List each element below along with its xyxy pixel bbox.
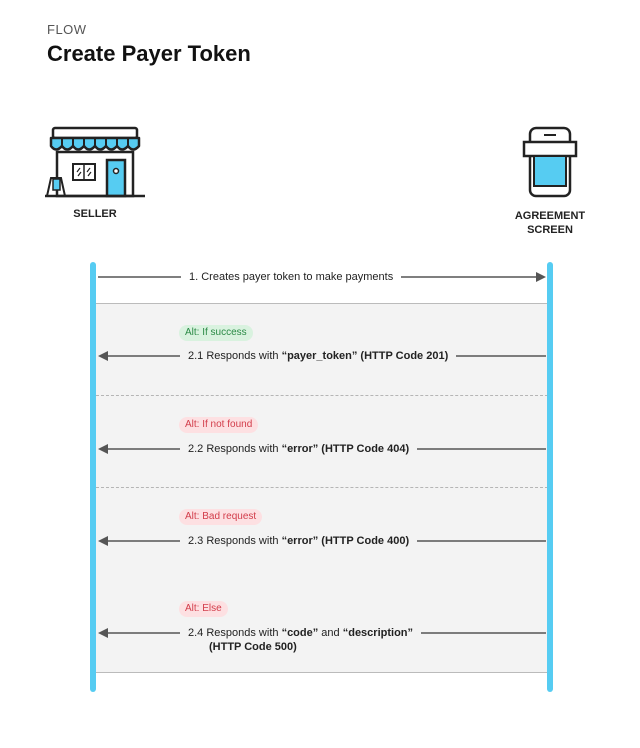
response-400-prefix: 2.3 Responds with	[188, 535, 282, 547]
response-arrow-3-head	[98, 536, 108, 546]
alt-else-badge: Alt: Else	[179, 601, 228, 617]
response-201-bold: “payer_token” (HTTP Code 201)	[281, 350, 449, 362]
alt-success-badge: Alt: If success	[179, 325, 253, 341]
response-arrow-1-head	[98, 351, 108, 361]
response-message-400: 2.3 Responds with “error” (HTTP Code 400…	[180, 534, 418, 548]
alt-region-bottom-border	[96, 672, 548, 673]
agreement-lifeline	[547, 262, 553, 692]
alt-region-top-border	[96, 303, 548, 304]
response-404-prefix: 2.2 Responds with	[188, 443, 282, 455]
response-500-prefix: 2.4 Responds with	[188, 627, 282, 639]
response-404-bold: “error” (HTTP Code 404)	[281, 443, 410, 455]
response-500-middle: and	[318, 627, 343, 639]
response-201-prefix: 2.1 Responds with	[188, 350, 282, 362]
mobile-phone-icon	[522, 126, 578, 198]
alt-divider-1	[96, 395, 548, 396]
page-title: Create Payer Token	[47, 41, 251, 66]
agreement-screen-label: AGREEMENT SCREEN	[505, 209, 595, 237]
alt-not-found-badge: Alt: If not found	[179, 417, 259, 433]
response-message-201: 2.1 Responds with “payer_token” (HTTP Co…	[180, 349, 457, 363]
response-500-http-code: (HTTP Code 500)	[209, 641, 297, 653]
agreement-label-line2: SCREEN	[527, 224, 573, 236]
response-400-bold: “error” (HTTP Code 400)	[281, 535, 410, 547]
alt-divider-2	[96, 487, 548, 488]
response-500-description: “description”	[342, 627, 414, 639]
request-arrow-head	[536, 272, 546, 282]
response-arrow-2-head	[98, 444, 108, 454]
storefront-icon	[45, 126, 145, 198]
response-message-500: 2.4 Responds with “code” and “descriptio…	[180, 626, 422, 654]
response-500-code: “code”	[281, 627, 319, 639]
response-arrow-4-head	[98, 628, 108, 638]
response-message-404: 2.2 Responds with “error” (HTTP Code 404…	[180, 442, 418, 456]
response-500-line1: 2.4 Responds with “code” and “descriptio…	[188, 626, 413, 640]
agreement-label-line1: AGREEMENT	[514, 210, 586, 222]
seller-lifeline	[90, 262, 96, 692]
response-500-line2: (HTTP Code 500)	[188, 640, 413, 654]
seller-label: SELLER	[73, 208, 117, 220]
request-message: 1. Creates payer token to make payments	[181, 270, 402, 284]
flow-eyebrow: FLOW	[47, 22, 87, 37]
alt-bad-request-badge: Alt: Bad request	[179, 509, 263, 525]
